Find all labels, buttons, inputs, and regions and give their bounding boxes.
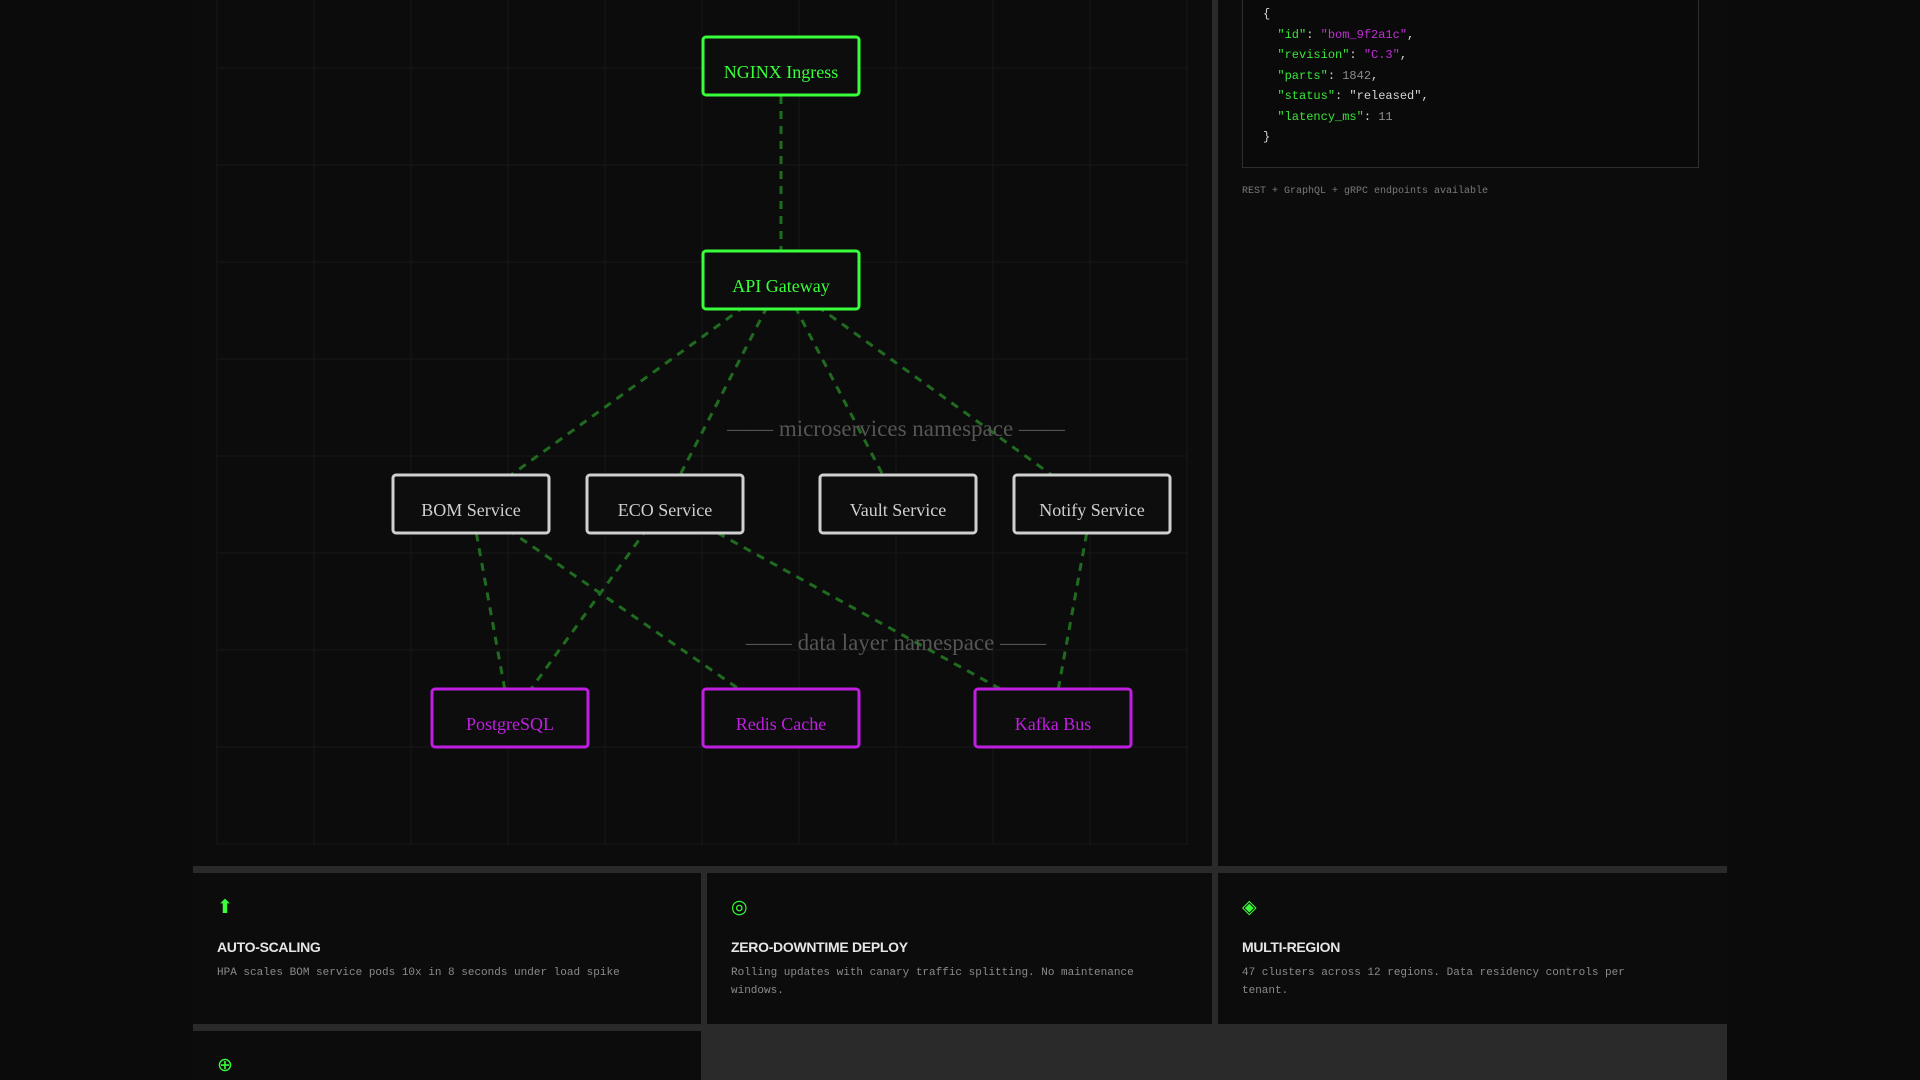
connection-gateway-eco [663, 279, 783, 505]
code-line: "revision": "C.3", [1277, 48, 1408, 62]
feature-title: AUTO-SCALING [217, 939, 321, 955]
node-box [818, 473, 978, 535]
node-box [391, 473, 551, 535]
node-label: API Gateway [732, 276, 829, 296]
node-postgres[interactable]: PostgreSQL [430, 687, 590, 749]
page-frame: —— microservices namespace —— —— data lay… [193, 0, 1727, 1080]
namespace-labels: —— microservices namespace —— —— data lay… [726, 416, 1066, 655]
architecture-diagram-panel: —— microservices namespace —— —— data lay… [193, 0, 1212, 866]
arrow-up-icon: ⬆ [217, 897, 233, 918]
namespace-label: —— microservices namespace —— [726, 416, 1066, 441]
node-box [701, 249, 861, 311]
node-box [701, 35, 861, 97]
connection-eco-postgres [508, 503, 667, 719]
node-gateway[interactable]: API Gateway [701, 249, 861, 311]
code-line: } [1263, 130, 1271, 144]
code-line: { [1263, 7, 1271, 21]
node-label: Kafka Bus [1015, 714, 1091, 734]
connection-gateway-notify [780, 278, 1093, 506]
feature-title: ZERO-DOWNTIME DEPLOY [731, 939, 908, 955]
code-line: "status": "released", [1277, 89, 1429, 103]
code-line: "id": "bom_9f2a1c", [1277, 27, 1415, 42]
node-box [430, 687, 590, 749]
node-bom[interactable]: BOM Service [391, 473, 551, 535]
feature-description: Rolling updates with canary traffic spli… [731, 967, 1134, 997]
api-response-panel: { "id": "bom_9f2a1c", "revision": "C.3",… [1218, 0, 1727, 866]
node-label: BOM Service [421, 500, 520, 520]
node-box [973, 687, 1133, 749]
node-eco[interactable]: ECO Service [585, 473, 745, 535]
feature-card-zero-downtime: ◎ ZERO-DOWNTIME DEPLOY Rolling updates w… [707, 873, 1212, 1024]
connection-bom-redis [470, 502, 782, 720]
connection-gateway-bom [470, 278, 782, 506]
connection-eco-kafka [664, 502, 1054, 720]
connection-gateway-vault [779, 279, 900, 505]
code-value: "C.3" [1363, 48, 1400, 62]
code-key: "id" [1277, 27, 1307, 42]
target-icon: ◎ [731, 897, 748, 918]
connection-bom-postgres [469, 503, 512, 719]
node-box [585, 473, 745, 535]
code-line: "parts": 1842, [1277, 68, 1379, 83]
code-value: "released" [1349, 89, 1422, 103]
feature-description: 47 clusters across 12 regions. Data resi… [1242, 967, 1625, 997]
architecture-diagram: —— microservices namespace —— —— data lay… [216, 0, 1188, 845]
node-notify[interactable]: Notify Service [1012, 473, 1172, 535]
circle-plus-icon: ⊕ [217, 1055, 233, 1076]
namespace-label: —— data layer namespace —— [745, 630, 1047, 655]
node-label: ECO Service [618, 500, 712, 520]
code-key: "parts" [1277, 68, 1328, 83]
node-label: PostgreSQL [466, 714, 554, 734]
feature-card-partial: ⊕ [193, 1031, 701, 1080]
node-kafka[interactable]: Kafka Bus [973, 687, 1133, 749]
node-nginx[interactable]: NGINX Ingress [701, 35, 861, 97]
code-value: 1842 [1342, 68, 1372, 83]
api-response-code: { "id": "bom_9f2a1c", "revision": "C.3",… [1242, 0, 1699, 168]
code-value: 11 [1378, 109, 1393, 124]
code-value: "bom_9f2a1c" [1320, 27, 1408, 42]
diamond-icon: ◈ [1242, 897, 1257, 918]
diagram-connections [469, 66, 1094, 720]
node-label: Notify Service [1039, 500, 1144, 520]
feature-card-auto-scaling: ⬆ AUTO-SCALING HPA scales BOM service po… [193, 873, 701, 1024]
node-box [701, 687, 861, 749]
code-key: "latency_ms" [1277, 109, 1364, 124]
node-label: Redis Cache [736, 714, 826, 734]
code-key: "status" [1277, 89, 1336, 103]
api-endpoints-note: REST + GraphQL + gRPC endpoints availabl… [1242, 186, 1489, 197]
code-key: "revision" [1277, 48, 1350, 62]
code-line: "latency_ms": 11 [1277, 109, 1393, 124]
node-redis[interactable]: Redis Cache [701, 687, 861, 749]
node-box [1012, 473, 1172, 535]
feature-card-multi-region: ◈ MULTI-REGION 47 clusters across 12 reg… [1218, 873, 1727, 1024]
feature-title: MULTI-REGION [1242, 939, 1341, 955]
connection-notify-kafka [1051, 503, 1094, 719]
feature-description: HPA scales BOM service pods 10x in 8 sec… [217, 967, 620, 979]
node-label: NGINX Ingress [724, 62, 838, 82]
node-vault[interactable]: Vault Service [818, 473, 978, 535]
node-label: Vault Service [850, 500, 946, 520]
